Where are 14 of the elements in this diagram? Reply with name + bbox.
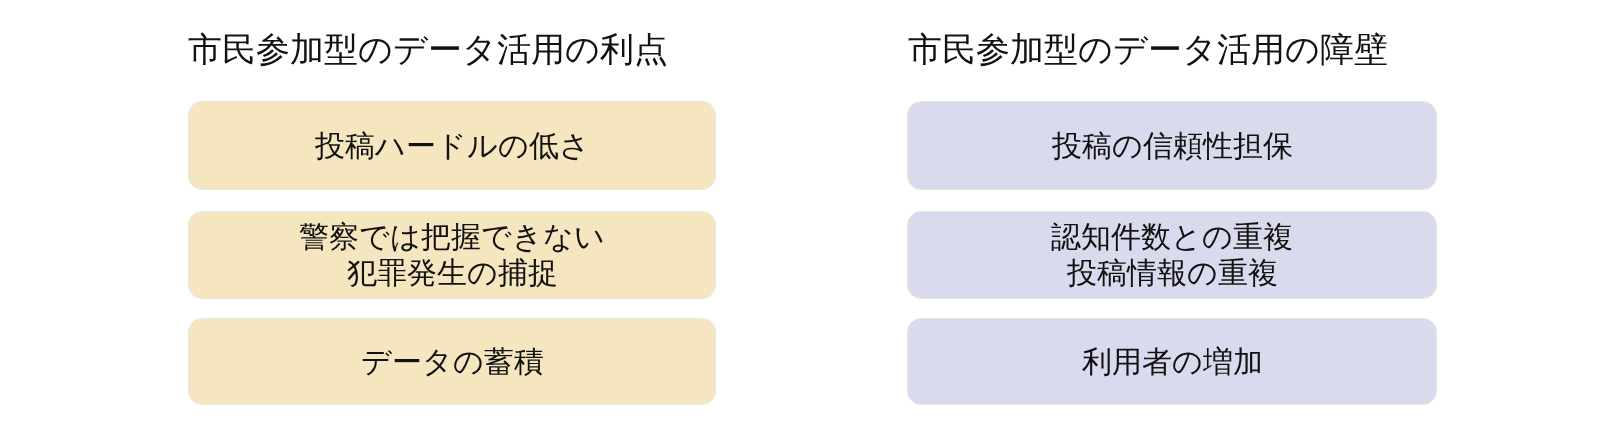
column-heading: 市民参加型のデータ活用の障壁: [908, 28, 1388, 71]
box-text: データの蓄積: [360, 343, 544, 380]
box-text: 警察では把握できない犯罪発生の捕捉: [299, 219, 605, 291]
box-text: 認知件数との重複投稿情報の重複: [1050, 219, 1294, 291]
column-heading: 市民参加型のデータ活用の利点: [188, 28, 668, 71]
rounded-box: [188, 211, 716, 299]
rounded-box: [188, 318, 716, 405]
rounded-box: [907, 101, 1437, 190]
box-text: 投稿の信頼性担保: [1051, 127, 1293, 164]
rounded-box: [907, 318, 1437, 405]
box-text: 利用者の増加: [1081, 343, 1263, 380]
box-text: 投稿ハードルの低さ: [314, 127, 590, 164]
rounded-box: [907, 211, 1437, 299]
rounded-box: [188, 101, 716, 190]
